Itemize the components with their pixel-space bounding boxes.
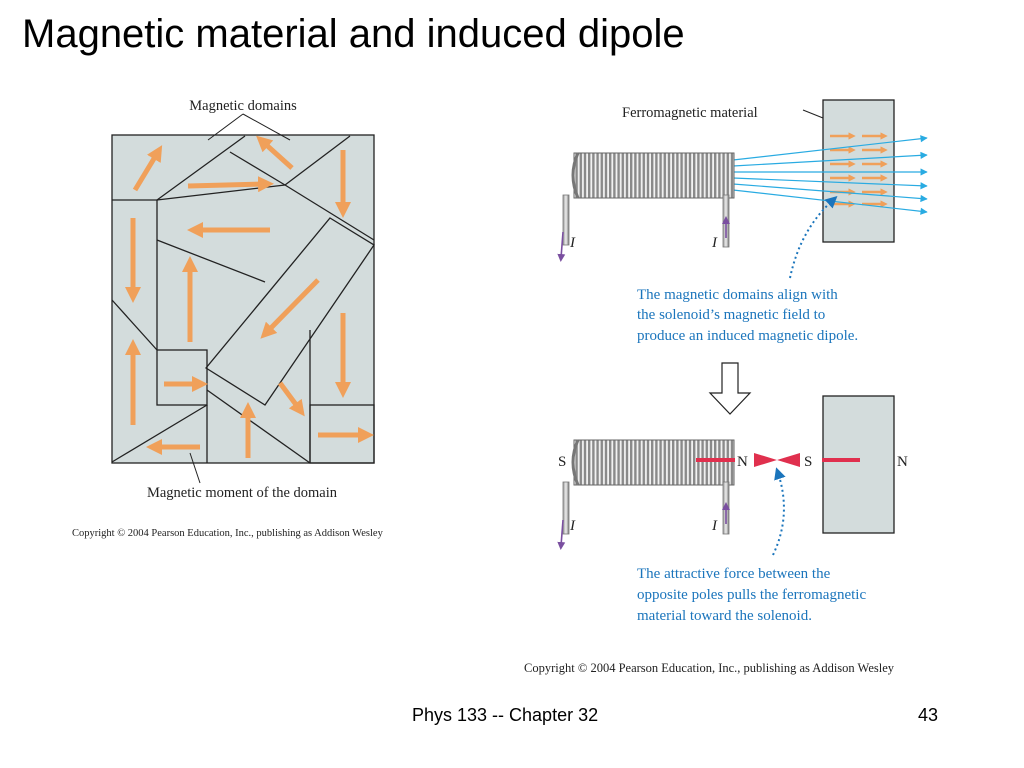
solenoid-field-diagram: Ferromagnetic material xyxy=(557,99,928,344)
current-arrow-down xyxy=(557,231,566,262)
pole-s-material: S xyxy=(804,454,812,470)
ferromagnetic-block-bottom xyxy=(822,395,895,534)
current-arrow-down-bottom xyxy=(557,519,566,550)
lead-wire-left xyxy=(562,194,570,246)
pole-s-solenoid: S xyxy=(558,454,566,470)
pole-n-solenoid: N xyxy=(737,454,748,470)
moment-arrow xyxy=(277,381,305,417)
slide-footer: Phys 133 -- Chapter 32 xyxy=(412,705,599,725)
domain-moment-arrows xyxy=(124,135,375,458)
solenoid-end-bottom xyxy=(571,439,580,486)
solenoid-end xyxy=(571,152,580,199)
aligned-domain-arrows xyxy=(830,132,888,208)
caption-pointer-bottom xyxy=(772,467,786,556)
moment-arrow xyxy=(260,278,320,339)
current-label-right-bottom: I xyxy=(711,518,718,534)
attraction-diagram: I I S N S N The attractive force between… xyxy=(524,395,908,675)
current-label-left: I xyxy=(569,235,576,251)
lead-wire-left-bottom xyxy=(562,481,570,535)
field-line xyxy=(732,151,928,167)
ferromagnetic-block xyxy=(822,99,895,243)
moment-arrow xyxy=(132,145,163,192)
transition-arrow xyxy=(708,362,752,415)
caption-align: The magnetic domains align with the sole… xyxy=(637,287,858,344)
caption-force: The attractive force between the opposit… xyxy=(637,566,870,624)
magnetic-moment-label: Magnetic moment of the domain xyxy=(147,485,338,501)
ferromagnetic-label: Ferromagnetic material xyxy=(622,105,758,121)
current-label-left-bottom: I xyxy=(569,518,576,534)
magnetic-domains-label: Magnetic domains xyxy=(189,98,297,114)
page-number: 43 xyxy=(918,705,939,725)
field-line xyxy=(732,177,928,190)
moment-arrow xyxy=(256,135,294,170)
left-copyright: Copyright © 2004 Pearson Education, Inc.… xyxy=(72,528,384,539)
field-line xyxy=(732,135,928,161)
pole-n-material: N xyxy=(897,454,908,470)
solenoid-coil xyxy=(573,152,735,199)
force-arrow-right xyxy=(754,453,777,467)
label-leader-lines xyxy=(189,113,291,484)
caption-pointer-top xyxy=(789,195,838,279)
slide-title: Magnetic material and induced dipole xyxy=(22,12,685,56)
moment-arrow xyxy=(187,176,274,193)
magnetic-domains-diagram: Magnetic domains Magnetic moment of the … xyxy=(72,98,384,539)
field-line xyxy=(732,183,928,203)
force-arrow-left xyxy=(777,453,800,467)
right-copyright: Copyright © 2004 Pearson Education, Inc.… xyxy=(524,661,895,675)
solenoid-coil-bottom xyxy=(573,439,735,486)
current-label-right: I xyxy=(711,235,718,251)
